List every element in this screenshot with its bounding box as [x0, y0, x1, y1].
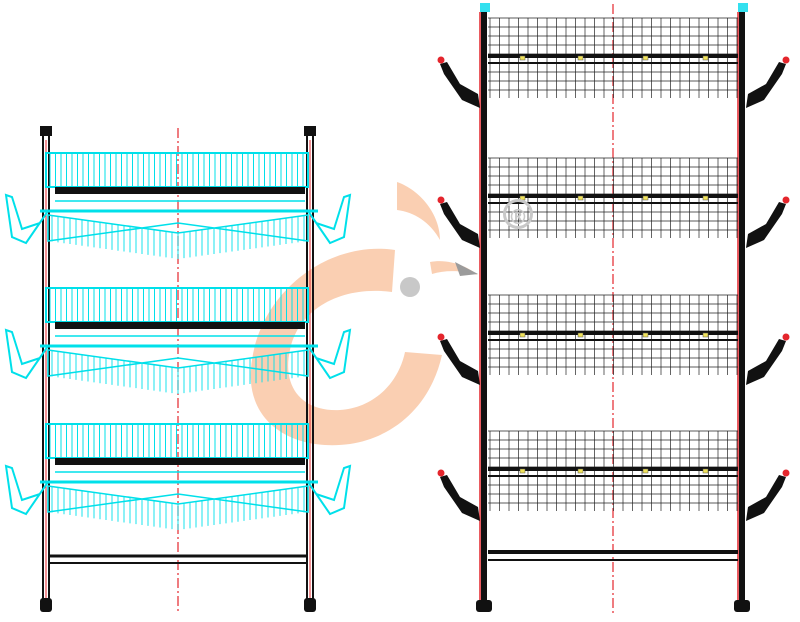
right-drinker-nipple — [642, 332, 649, 338]
right-feeder-lip — [488, 475, 738, 477]
right-feeder-bar — [488, 54, 738, 58]
left-post-foot — [40, 598, 52, 612]
right-bracket-knob-right — [782, 469, 790, 477]
left-egg-tray-left — [4, 464, 49, 516]
left-basket-vertical-bars — [49, 288, 304, 322]
right-drinker-nipple — [519, 468, 526, 474]
left-post-top-cap — [304, 126, 316, 136]
right-feeder-lip — [488, 339, 738, 341]
watermark-arc — [250, 248, 442, 446]
right-bracket-right — [746, 202, 786, 248]
watermark-leaf — [397, 182, 440, 240]
watermark-beak-shade — [455, 262, 478, 276]
right-bracket-left — [440, 475, 480, 521]
right-drinker-nipple — [577, 332, 584, 338]
right-post — [476, 3, 492, 612]
watermark-eye — [400, 277, 420, 297]
left-egg-tray-right — [307, 193, 352, 245]
left-basket-floor-bars — [51, 486, 305, 530]
left-egg-tray-right — [307, 328, 352, 380]
left-egg-tray-left — [4, 193, 49, 245]
right-cage-tier — [437, 294, 790, 385]
right-bracket-knob-left — [437, 333, 445, 341]
right-feeder-bar — [488, 194, 738, 198]
left-basket-vertical-bars — [49, 424, 304, 458]
right-post-top-cap — [480, 3, 490, 12]
right-cage-tier — [437, 17, 790, 108]
left-cage-side-view — [4, 126, 352, 612]
right-bracket-right — [746, 62, 786, 108]
right-post-top-cap — [738, 3, 748, 12]
right-post-bar — [481, 8, 487, 606]
left-egg-tray-left — [4, 328, 49, 380]
right-feeder-lip — [488, 202, 738, 204]
right-drinker-nipple — [702, 55, 709, 61]
right-bracket-knob-right — [782, 196, 790, 204]
left-basket-vertical-bars — [49, 153, 304, 187]
right-drinker-nipple — [519, 55, 526, 61]
right-drinker-nipple — [519, 332, 526, 338]
right-drinker-nipple — [702, 332, 709, 338]
right-drinker-nipple — [702, 195, 709, 201]
right-bracket-knob-right — [782, 56, 790, 64]
left-feeder-bar — [55, 458, 305, 465]
left-feeder-bar — [55, 187, 305, 194]
left-post — [40, 126, 52, 612]
right-cage-front-view — [437, 3, 790, 616]
right-drinker-nipple — [702, 468, 709, 474]
right-drinker-nipple — [642, 468, 649, 474]
right-feeder-bar — [488, 331, 738, 335]
right-bracket-left — [440, 339, 480, 385]
right-bracket-right — [746, 475, 786, 521]
right-post-foot — [476, 600, 492, 612]
right-bracket-knob-left — [437, 196, 445, 204]
left-basket-tier — [4, 287, 352, 394]
left-basket-tier — [4, 152, 352, 259]
registered-trademark-mark: ® — [503, 199, 533, 229]
left-egg-tray-right — [307, 464, 352, 516]
right-bracket-left — [440, 202, 480, 248]
right-drinker-nipple — [577, 55, 584, 61]
right-drinker-nipple — [642, 55, 649, 61]
left-post-foot — [304, 598, 316, 612]
right-bracket-knob-left — [437, 469, 445, 477]
right-drinker-nipple — [577, 468, 584, 474]
left-feeder-bar — [55, 322, 305, 329]
left-post — [304, 126, 316, 612]
right-drinker-nipple — [642, 195, 649, 201]
right-cage-tier — [437, 157, 790, 248]
left-basket-tier — [4, 423, 352, 530]
right-post-bar — [739, 8, 745, 606]
left-basket-floor-bars — [51, 350, 305, 394]
right-post — [734, 3, 750, 612]
right-bracket-left — [440, 62, 480, 108]
right-cage-tier — [437, 430, 790, 521]
right-feeder-bar — [488, 467, 738, 471]
right-post-foot — [734, 600, 750, 612]
right-bracket-knob-left — [437, 56, 445, 64]
right-bracket-right — [746, 339, 786, 385]
left-basket-floor-bars — [51, 215, 305, 259]
right-drinker-nipple — [577, 195, 584, 201]
brand-watermark — [250, 182, 478, 446]
right-feeder-lip — [488, 62, 738, 64]
left-post-top-cap — [40, 126, 52, 136]
right-bracket-knob-right — [782, 333, 790, 341]
